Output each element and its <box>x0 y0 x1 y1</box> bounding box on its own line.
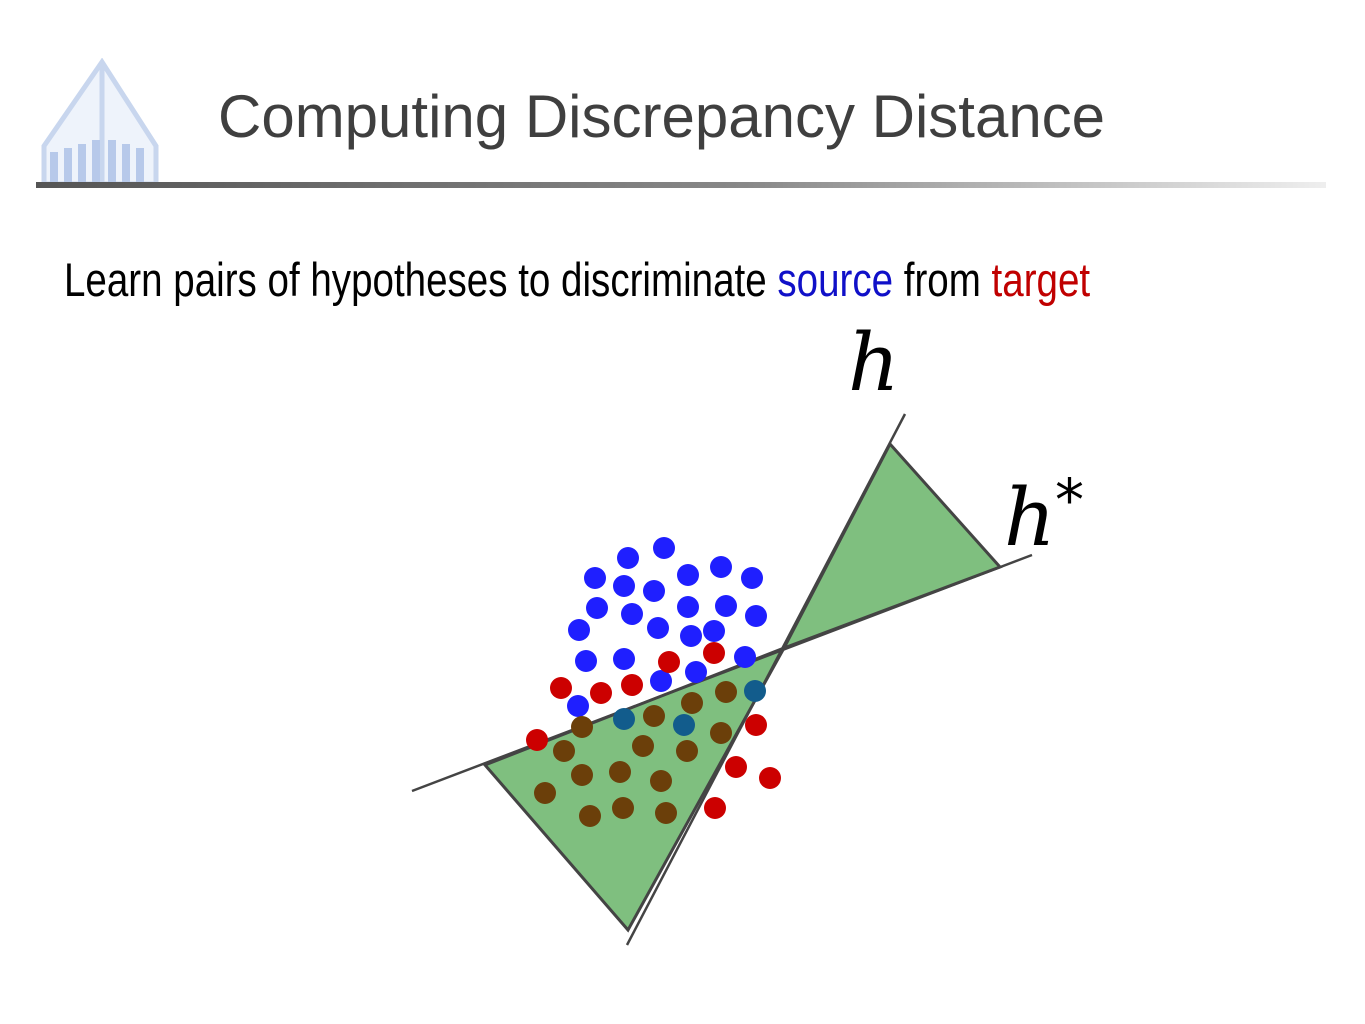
source-point <box>741 567 763 589</box>
target-point <box>658 651 680 673</box>
target-point-in-region <box>612 797 634 819</box>
target-point <box>590 682 612 704</box>
subtitle-middle: from <box>893 253 992 306</box>
subtitle-source-word: source <box>777 253 894 306</box>
source-point <box>653 537 675 559</box>
source-point <box>621 603 643 625</box>
target-point <box>725 756 747 778</box>
source-point <box>613 648 635 670</box>
sample-points <box>526 537 781 827</box>
source-point <box>677 596 699 618</box>
source-point <box>710 556 732 578</box>
target-point-in-region <box>655 802 677 824</box>
source-point <box>643 580 665 602</box>
source-point-in-region <box>673 714 695 736</box>
source-point <box>650 670 672 692</box>
hypothesis-h-star-line <box>411 553 1033 793</box>
source-point <box>647 617 669 639</box>
target-point <box>550 677 572 699</box>
slide-title: Computing Discrepancy Distance <box>218 83 1106 150</box>
source-point <box>685 661 707 683</box>
target-point-in-region <box>710 722 732 744</box>
source-point <box>613 575 635 597</box>
university-building-logo-icon <box>41 58 159 186</box>
target-point <box>759 767 781 789</box>
target-point-in-region <box>632 735 654 757</box>
source-point <box>568 619 590 641</box>
target-point-in-region <box>650 770 672 792</box>
label-h-star-superscript: * <box>1055 466 1084 534</box>
source-point <box>677 564 699 586</box>
source-point <box>586 597 608 619</box>
subtitle-target-word: target <box>991 253 1091 306</box>
target-point-in-region <box>643 705 665 727</box>
disagreement-region-upper <box>780 441 1003 651</box>
target-point-in-region <box>571 764 593 786</box>
source-point <box>584 567 606 589</box>
target-point <box>745 714 767 736</box>
source-point <box>703 620 725 642</box>
source-point <box>617 547 639 569</box>
hypothesis-h-line <box>625 413 907 946</box>
target-point-in-region <box>534 782 556 804</box>
title-divider <box>36 182 1326 188</box>
target-point <box>703 642 725 664</box>
source-point <box>567 695 589 717</box>
target-point <box>704 797 726 819</box>
source-point-in-region <box>613 708 635 730</box>
target-point <box>621 674 643 696</box>
target-point-in-region <box>681 692 703 714</box>
target-point-in-region <box>609 761 631 783</box>
slide-subtitle: Learn pairs of hypotheses to discriminat… <box>64 252 1090 307</box>
label-h: h <box>848 316 900 409</box>
source-point-in-region <box>744 680 766 702</box>
target-point-in-region <box>571 716 593 738</box>
source-point <box>745 605 767 627</box>
target-point-in-region <box>579 805 601 827</box>
target-point-in-region <box>676 740 698 762</box>
target-point <box>526 729 548 751</box>
subtitle-prefix: Learn pairs of hypotheses to discriminat… <box>64 253 778 306</box>
source-point <box>575 650 597 672</box>
target-point-in-region <box>715 681 737 703</box>
source-point <box>680 625 702 647</box>
source-point <box>715 595 737 617</box>
target-point-in-region <box>553 740 575 762</box>
source-point <box>734 646 756 668</box>
label-h-star: h <box>1004 471 1056 564</box>
